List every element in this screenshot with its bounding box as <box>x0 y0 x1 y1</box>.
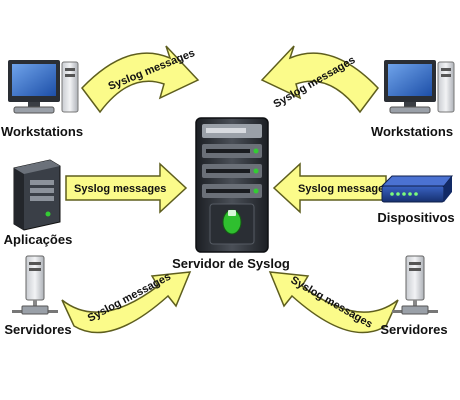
rack-server-icon <box>392 255 438 315</box>
arrow-label: Syslog messages <box>298 183 390 195</box>
workstation-icon <box>8 60 79 114</box>
servers-right-label: Servidores <box>380 322 447 337</box>
arrow-label: Syslog messages <box>74 183 166 195</box>
workstations-left-label: Workstations <box>1 124 83 139</box>
servers-left-label: Servidores <box>4 322 71 337</box>
center-label: Servidor de Syslog <box>172 256 290 271</box>
arrow-top-left: Syslog messages <box>81 45 200 114</box>
arrow-middle-right: Syslog messages <box>272 162 390 214</box>
workstations-right-label: Workstations <box>371 124 453 139</box>
syslog-server-icon <box>195 117 269 253</box>
rack-server-icon <box>12 255 58 315</box>
arrow-middle-left: Syslog messages <box>65 162 188 214</box>
devices-label: Dispositivos <box>377 210 454 225</box>
arrow-bottom-left: Syslog messages <box>61 271 192 334</box>
workstation-icon <box>384 60 455 114</box>
arrow-top-right: Syslog messages <box>260 45 379 114</box>
arrow-bottom-right: Syslog messages <box>268 271 399 334</box>
server-tower-icon <box>13 159 61 231</box>
applications-label: Aplicações <box>4 232 73 247</box>
router-icon <box>380 175 454 203</box>
